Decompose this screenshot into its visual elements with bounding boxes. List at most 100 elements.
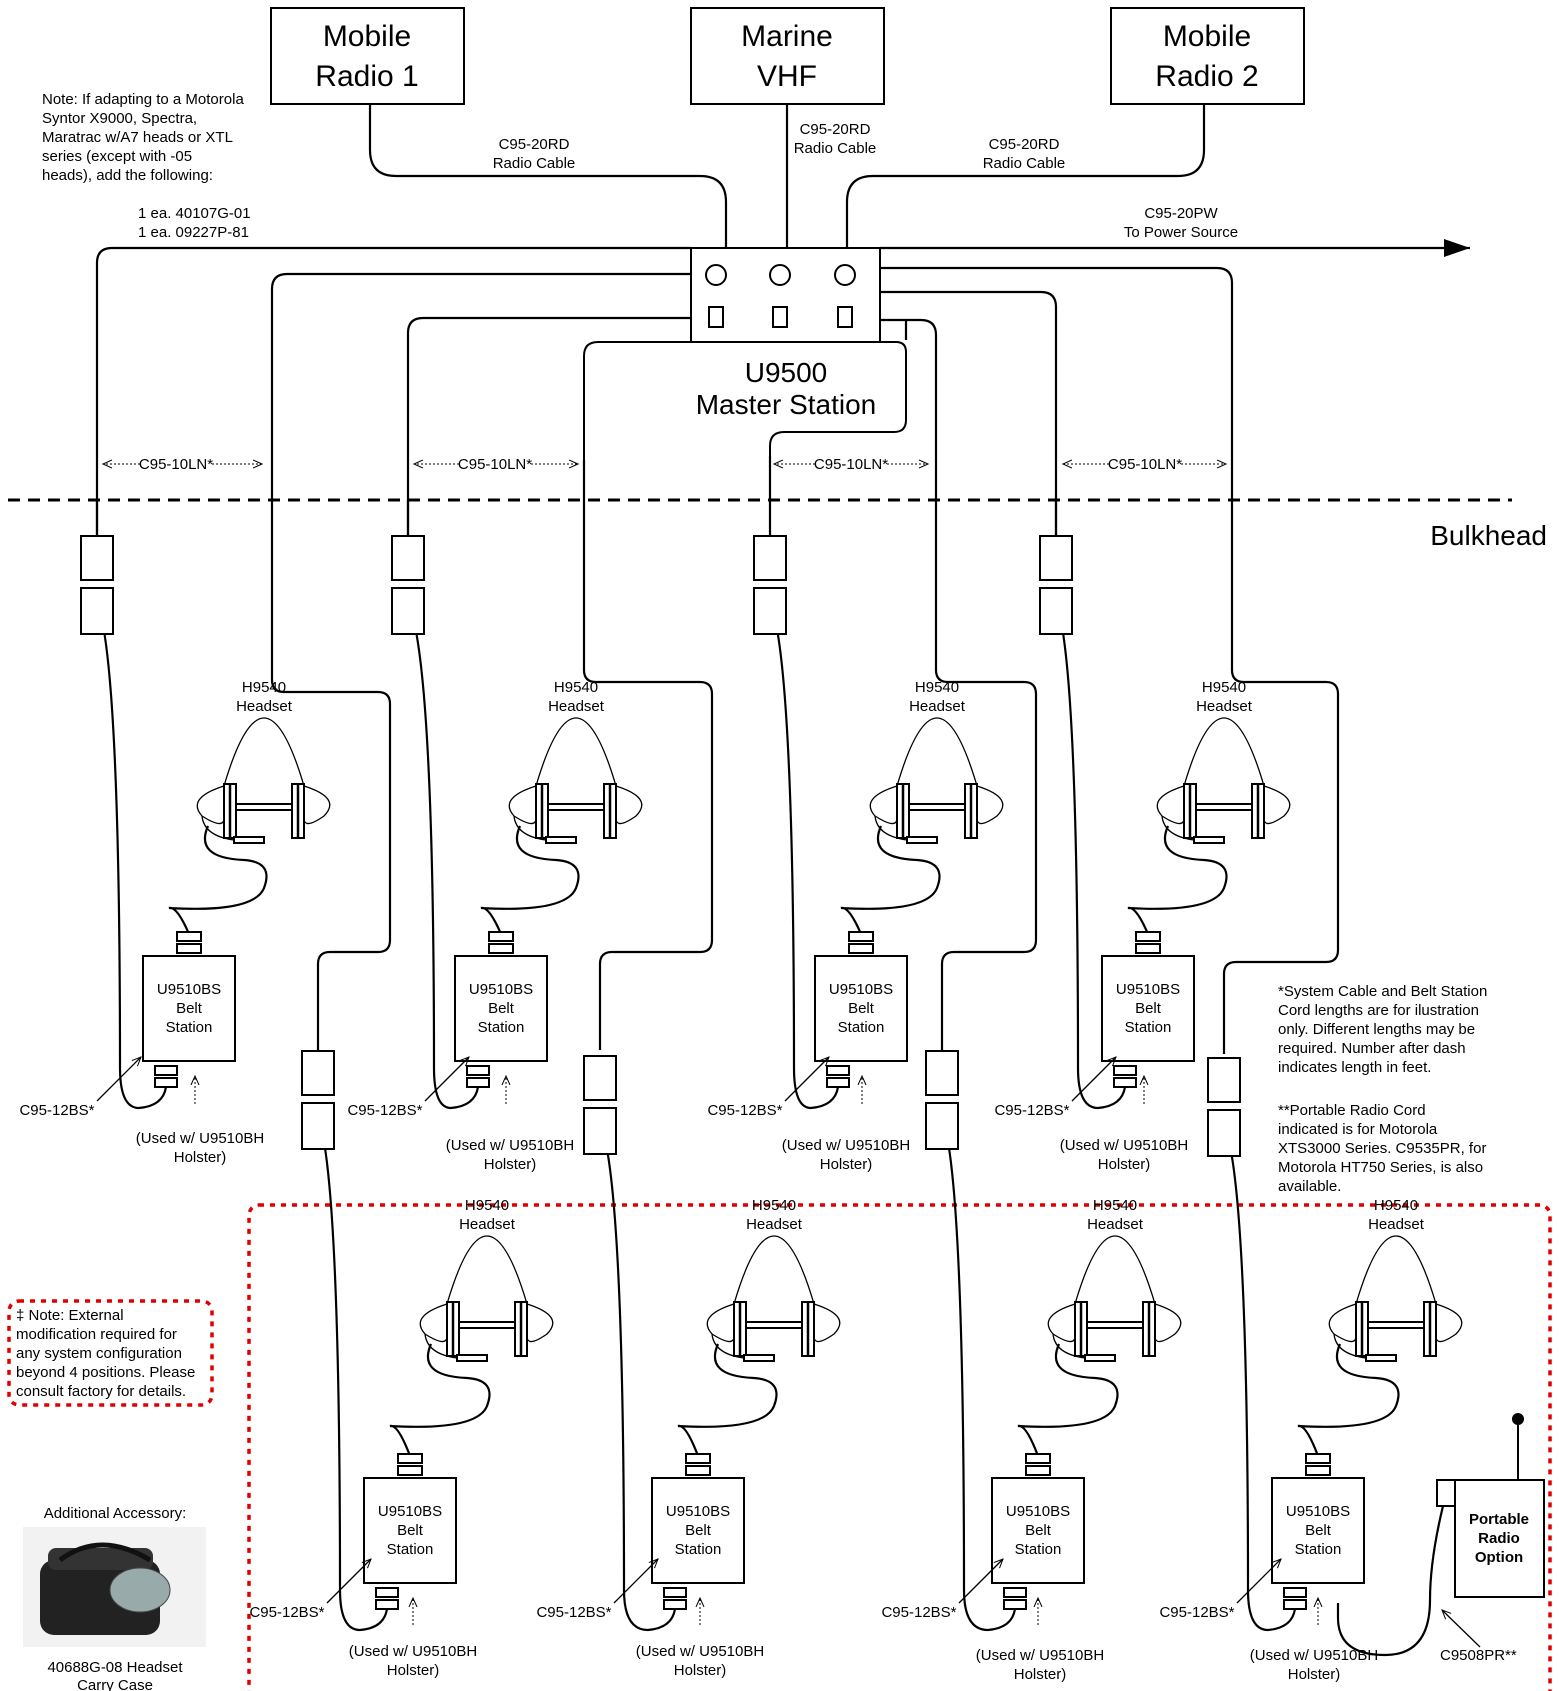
belt-station-box — [363, 1477, 457, 1584]
station-unit: H9540HeadsetU9510BSBeltStationC95-12BS*(… — [347, 535, 643, 1173]
headset-model-label: H9540 — [752, 1197, 796, 1214]
belt-station-model: U9510BS — [1006, 1503, 1070, 1520]
headset-icon — [869, 717, 1004, 844]
svg-text:only. Different lengths may be: only. Different lengths may be — [1278, 1021, 1475, 1038]
note-external: ‡ Note: External modification required f… — [16, 1307, 195, 1400]
cable-connector — [391, 535, 425, 581]
belt-station-box — [454, 955, 548, 1062]
master-station: U9500 Master Station — [583, 247, 907, 460]
holster-note: Holster) — [387, 1662, 440, 1679]
svg-text:indicated is for Motorola: indicated is for Motorola — [1278, 1121, 1438, 1138]
system-cable-label: C95-10LN* — [1108, 456, 1182, 473]
headset-model-label: H9540 — [554, 679, 598, 696]
svg-text:C95-20RD: C95-20RD — [499, 136, 570, 153]
station-unit: H9540HeadsetU9510BSBeltStationC95-12BS*(… — [994, 535, 1291, 1173]
mobile-radio-2-box: Mobile Radio 2 — [1110, 7, 1305, 105]
svg-text:‡ Note: External: ‡ Note: External — [16, 1307, 124, 1324]
accessory: Additional Accessory: 40688G-08 Headset … — [23, 1505, 206, 1691]
belt-station-model: U9510BS — [666, 1503, 730, 1520]
headset-model-label: H9540 — [915, 679, 959, 696]
belt-cord-label: C95-12BS* — [347, 1102, 422, 1119]
station-unit: H9540HeadsetU9510BSBeltStationC95-12BS*(… — [19, 535, 331, 1166]
svg-text:*System Cable and Belt Station: *System Cable and Belt Station — [1278, 983, 1487, 1000]
vhf-cable-label: C95-20RD Radio Cable — [794, 121, 877, 157]
holster-note: (Used w/ U9510BH — [349, 1643, 477, 1660]
carry-case-image — [23, 1527, 206, 1647]
holster-note: Holster) — [820, 1156, 873, 1173]
cable-connector — [753, 535, 787, 581]
belt-station-model: U9510BS — [157, 981, 221, 998]
headset-label: Headset — [236, 698, 293, 715]
svg-text:VHF: VHF — [757, 60, 817, 93]
belt-station-label: Belt — [488, 1000, 515, 1017]
svg-text:Additional Accessory:: Additional Accessory: — [44, 1505, 187, 1522]
svg-text:C95-20RD: C95-20RD — [800, 121, 871, 138]
svg-text:consult factory for details.: consult factory for details. — [16, 1383, 186, 1400]
portable-radio-option: Portable Radio Option — [1436, 1413, 1545, 1598]
belt-station-box — [142, 955, 236, 1062]
expansion-region — [247, 1203, 1552, 1691]
belt-cord-label: C95-12BS* — [707, 1102, 782, 1119]
svg-text:Option: Option — [1475, 1549, 1523, 1566]
holster-note: (Used w/ U9510BH — [782, 1137, 910, 1154]
cable-connector — [80, 535, 114, 581]
holster-note: Holster) — [1014, 1666, 1067, 1683]
svg-text:beyond 4 positions. Please: beyond 4 positions. Please — [16, 1364, 195, 1381]
svg-text:1 ea. 09227P-81: 1 ea. 09227P-81 — [138, 224, 249, 241]
holster-note: (Used w/ U9510BH — [1250, 1647, 1378, 1664]
belt-station-label: Belt — [685, 1522, 712, 1539]
svg-text:1 ea. 40107G-01: 1 ea. 40107G-01 — [138, 205, 251, 222]
portable-cord-label: C9508PR** — [1440, 1647, 1517, 1664]
station-unit: H9540HeadsetU9510BSBeltStationC95-12BS*(… — [1159, 1057, 1463, 1683]
svg-text:U9500: U9500 — [745, 357, 828, 388]
headset-label: Headset — [1196, 698, 1253, 715]
cable-connector — [301, 1050, 335, 1096]
svg-text:Radio 2: Radio 2 — [1155, 60, 1258, 93]
belt-station-box — [1101, 955, 1195, 1062]
svg-text:Syntor X9000, Spectra,: Syntor X9000, Spectra, — [42, 110, 197, 127]
belt-station-box — [814, 955, 908, 1062]
headset-icon — [1047, 1235, 1182, 1362]
belt-station-model: U9510BS — [1286, 1503, 1350, 1520]
belt-station-label: Station — [675, 1541, 722, 1558]
svg-text:Master Station: Master Station — [696, 389, 877, 420]
radio2-cable-label: C95-20RD Radio Cable — [983, 136, 1066, 172]
belt-station-label: Station — [1295, 1541, 1342, 1558]
holster-note: Holster) — [174, 1149, 227, 1166]
svg-text:**Portable Radio Cord: **Portable Radio Cord — [1278, 1102, 1426, 1119]
holster-note: (Used w/ U9510BH — [636, 1643, 764, 1660]
belt-station-label: Belt — [1135, 1000, 1162, 1017]
svg-text:Radio Cable: Radio Cable — [493, 155, 576, 172]
holster-note: (Used w/ U9510BH — [1060, 1137, 1188, 1154]
headset-model-label: H9540 — [1202, 679, 1246, 696]
headset-label: Headset — [746, 1216, 803, 1233]
svg-text:any system configuration: any system configuration — [16, 1345, 182, 1362]
belt-station-label: Belt — [1025, 1522, 1052, 1539]
headset-label: Headset — [548, 698, 605, 715]
note-motorola: Note: If adapting to a Motorola Syntor X… — [42, 91, 244, 184]
svg-text:Cord lengths are for ilustrati: Cord lengths are for ilustration — [1278, 1002, 1479, 1019]
headset-icon — [706, 1235, 841, 1362]
headset-icon — [419, 1235, 554, 1362]
radio1-cable-label: C95-20RD Radio Cable — [493, 136, 576, 172]
cable-connector — [391, 587, 425, 635]
svg-text:Radio Cable: Radio Cable — [794, 140, 877, 157]
holster-note: Holster) — [484, 1156, 537, 1173]
cable-connector — [583, 1055, 617, 1101]
holster-note: Holster) — [1098, 1156, 1151, 1173]
holster-note: Holster) — [674, 1662, 727, 1679]
belt-cord-label: C95-12BS* — [881, 1604, 956, 1621]
addon-parts-label: 1 ea. 40107G-01 1 ea. 09227P-81 — [138, 205, 251, 241]
note-portable: **Portable Radio Cord indicated is for M… — [1278, 1102, 1486, 1195]
svg-text:Mobile: Mobile — [323, 20, 411, 53]
note-system: *System Cable and Belt Station Cord leng… — [1278, 983, 1487, 1076]
belt-cord-label: C95-12BS* — [1159, 1604, 1234, 1621]
svg-text:Mobile: Mobile — [1163, 20, 1251, 53]
svg-text:heads), add the following:: heads), add the following: — [42, 167, 213, 184]
belt-station-label: Belt — [397, 1522, 424, 1539]
station-unit: H9540HeadsetU9510BSBeltStationC95-12BS*(… — [249, 1050, 554, 1679]
cable-connector — [80, 587, 114, 635]
cable-connector — [1207, 1109, 1241, 1157]
headset-model-label: H9540 — [1093, 1197, 1137, 1214]
